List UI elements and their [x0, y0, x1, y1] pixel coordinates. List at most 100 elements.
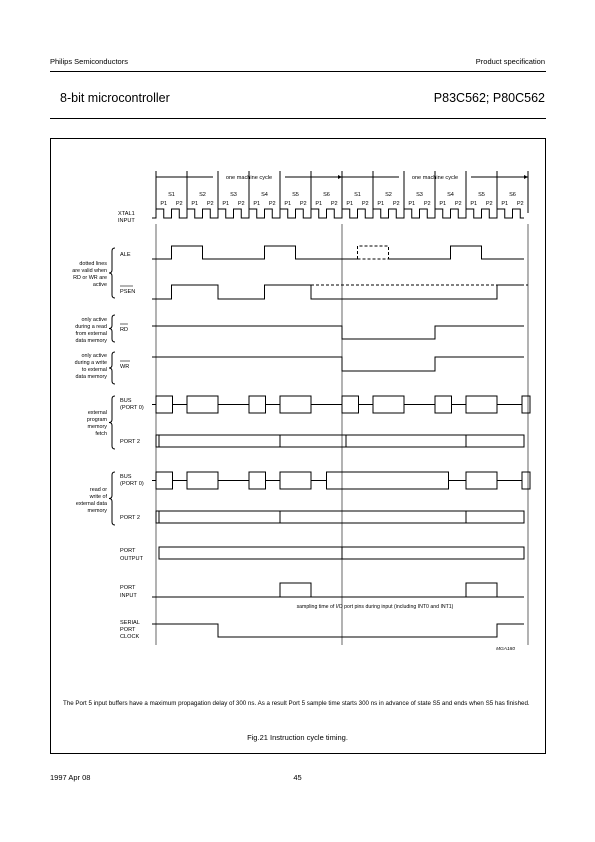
bus-fetch-segment	[186, 395, 219, 414]
program-fetch-brace	[108, 395, 116, 450]
title-rule	[50, 118, 546, 119]
data-rw-brace	[108, 471, 116, 526]
ale-waveform	[388, 245, 524, 260]
serial-clock-label: PORT	[120, 627, 136, 633]
bus-label: (PORT 0)	[120, 405, 144, 411]
rd-note: during a read	[75, 324, 107, 330]
document-type: Product specification	[475, 57, 545, 66]
xtal1-label: INPUT	[118, 218, 135, 224]
bus-fetch-segment	[434, 395, 452, 414]
state-label: S4	[447, 192, 454, 198]
rd-note-brace	[108, 314, 116, 343]
cycle-arrow-head	[524, 175, 528, 179]
bus-fetch-segment	[341, 395, 359, 414]
figure-frame	[50, 138, 546, 754]
phase-label: P1	[315, 201, 322, 207]
bus-label: BUS	[120, 474, 132, 480]
phase-label: P1	[191, 201, 198, 207]
header-rule	[50, 71, 546, 72]
wr-waveform	[152, 356, 524, 372]
phase-label: P2	[362, 201, 369, 207]
publication-date: 1997 Apr 08	[50, 773, 91, 782]
rd-note: from external	[76, 331, 107, 337]
bus-fetch-segment	[521, 395, 531, 414]
bus-fetch-segment	[279, 395, 312, 414]
state-label: S2	[385, 192, 392, 198]
figure-footnote: The Port 5 input buffers have a maximum …	[63, 700, 530, 707]
state-label: S4	[261, 192, 268, 198]
state-label: S3	[416, 192, 423, 198]
wr-note: only active	[82, 353, 107, 359]
reference-code: MGA180	[496, 646, 515, 652]
port-output-segment	[158, 546, 343, 560]
dotted-note-brace	[108, 247, 116, 299]
data-rw-note: read or	[90, 487, 107, 493]
psen-waveform	[357, 284, 524, 300]
state-label: S6	[323, 192, 330, 198]
bus-label: BUS	[120, 398, 132, 404]
phase-label: P2	[269, 201, 276, 207]
bus-fetch-segment	[372, 395, 405, 414]
ale-label: ALE	[120, 252, 131, 258]
port2-data-segment	[279, 510, 467, 524]
port-output-label: PORT	[120, 548, 136, 554]
dotted-note: RD or WR are	[73, 275, 107, 281]
phase-label: P2	[455, 201, 462, 207]
state-label: S1	[168, 192, 175, 198]
port2-fetch-segment	[465, 434, 525, 448]
rd-note: only active	[82, 317, 107, 323]
state-label: S6	[509, 192, 516, 198]
wr-label: WR	[120, 364, 129, 370]
bus-data-segment	[186, 471, 219, 490]
port2-data-segment	[465, 510, 525, 524]
bus-data-segment	[326, 471, 449, 490]
wr-note: during a write	[75, 360, 107, 366]
cycle-arrow-head	[338, 175, 342, 179]
phase-label: P1	[222, 201, 229, 207]
ale-dotted-pulse	[357, 245, 389, 259]
product-names: P83C562; P80C562	[433, 91, 545, 105]
phase-label: P1	[408, 201, 415, 207]
bus-fetch-segment	[248, 395, 266, 414]
phase-label: P2	[238, 201, 245, 207]
phase-label: P2	[300, 201, 307, 207]
phase-label: P1	[439, 201, 446, 207]
wr-note-brace	[108, 351, 116, 385]
phase-label: P1	[284, 201, 291, 207]
phase-label: P1	[346, 201, 353, 207]
bus-data-segment	[465, 471, 498, 490]
phase-label: P1	[253, 201, 260, 207]
state-label: S5	[478, 192, 485, 198]
bus-data-segment	[279, 471, 312, 490]
company-name: Philips Semiconductors	[50, 57, 128, 66]
state-label: S5	[292, 192, 299, 198]
port2-fetch-segment	[158, 434, 281, 448]
state-label: S3	[230, 192, 237, 198]
bus-data-segment	[155, 471, 173, 490]
xtal1-waveform	[152, 208, 524, 219]
phase-label: P1	[501, 201, 508, 207]
port2-data-segment	[158, 510, 281, 524]
phase-label: P2	[331, 201, 338, 207]
program-fetch-note: program	[87, 417, 108, 423]
sampling-label: sampling time of I/O port pins during in…	[297, 604, 454, 610]
dotted-note: are valid when	[72, 268, 107, 274]
phase-label: P2	[207, 201, 214, 207]
phase-label: P1	[470, 201, 477, 207]
state-label: S2	[199, 192, 206, 198]
dotted-note: dotted lines	[79, 261, 107, 267]
port-input-label: INPUT	[120, 593, 137, 599]
port-input-label: PORT	[120, 585, 136, 591]
port2-fetch-segment	[279, 434, 347, 448]
bus-data-segment	[248, 471, 266, 490]
program-fetch-note: external	[88, 410, 107, 416]
serial-clock-waveform	[152, 623, 524, 638]
state-label: S1	[354, 192, 361, 198]
phase-label: P2	[393, 201, 400, 207]
ale-waveform	[152, 245, 358, 260]
psen-waveform	[152, 284, 358, 300]
wr-note: data memory	[76, 374, 108, 380]
psen-label: PSEN	[120, 289, 135, 295]
bus-fetch-segment	[465, 395, 498, 414]
